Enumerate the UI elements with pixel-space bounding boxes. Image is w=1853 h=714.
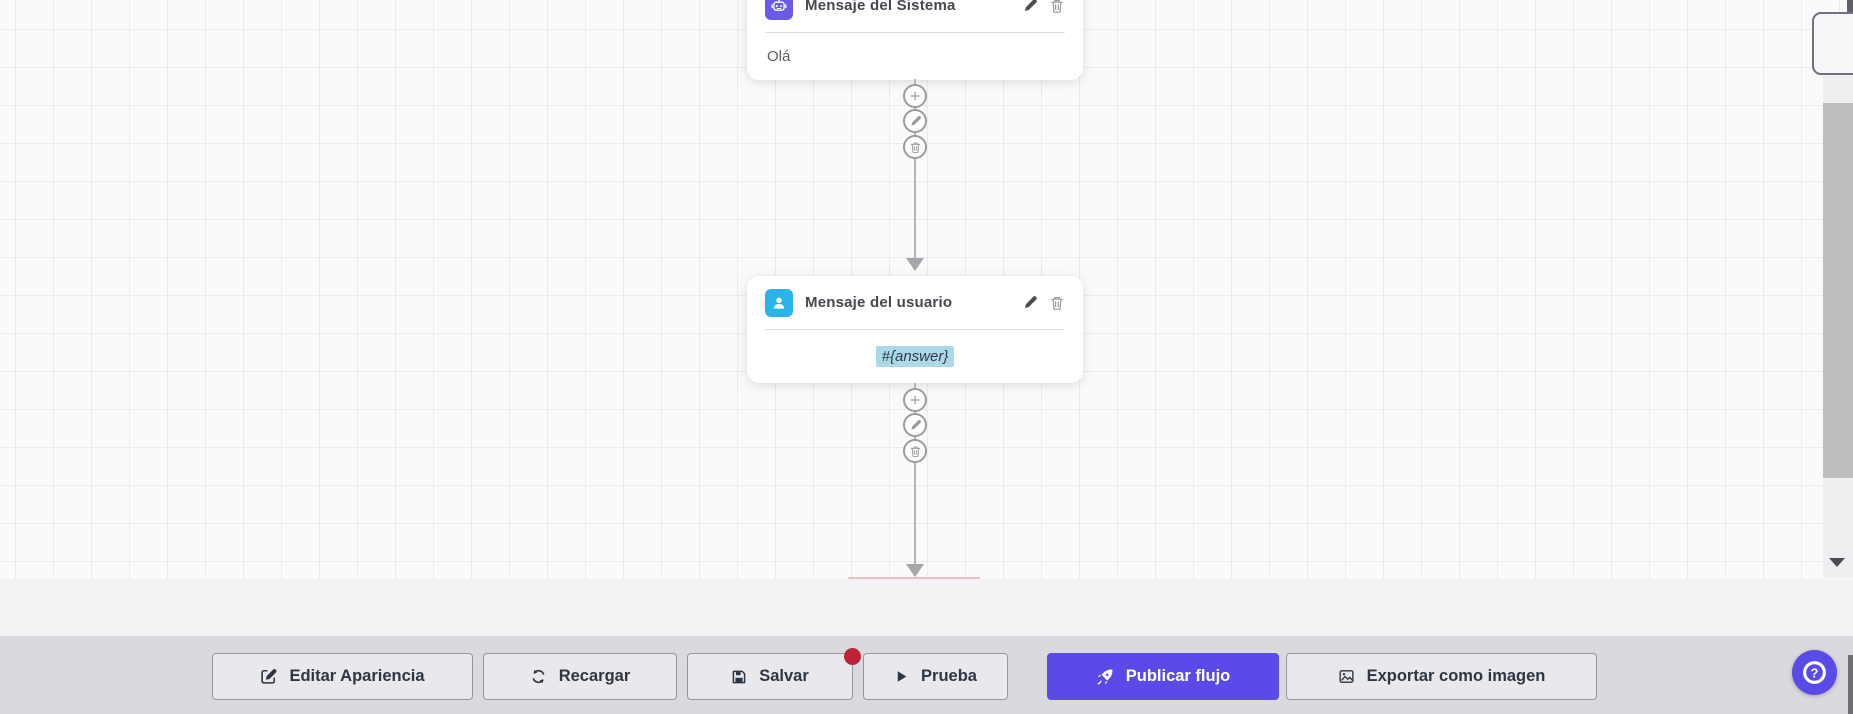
connector-arrow-icon bbox=[906, 564, 924, 577]
footer-spacer bbox=[0, 579, 1853, 636]
test-button[interactable]: Prueba bbox=[863, 653, 1008, 700]
user-icon bbox=[765, 288, 793, 317]
node-user-message[interactable]: Mensaje del usuario bbox=[747, 276, 1083, 383]
pencil-icon bbox=[910, 419, 921, 430]
pencil-icon bbox=[910, 115, 921, 126]
trash-icon bbox=[1051, 0, 1063, 13]
reload-label: Recargar bbox=[558, 667, 631, 685]
plus-icon bbox=[910, 91, 920, 101]
edit-connector-button[interactable] bbox=[903, 109, 927, 133]
trash-icon bbox=[1051, 296, 1063, 310]
browser-scrollbar-thumb[interactable] bbox=[1848, 655, 1853, 714]
connector-line bbox=[914, 79, 916, 259]
pencil-icon bbox=[1024, 0, 1037, 11]
node-header: Mensaje del usuario bbox=[747, 276, 1083, 329]
node-divider bbox=[765, 329, 1065, 330]
unsaved-changes-badge bbox=[844, 648, 861, 665]
node-title: Mensaje del Sistema bbox=[805, 0, 956, 14]
edit-node-button[interactable] bbox=[1022, 295, 1038, 311]
node-content[interactable]: #{answer} bbox=[747, 330, 1083, 382]
edit-appearance-label: Editar Apariencia bbox=[289, 667, 425, 685]
image-icon bbox=[1339, 670, 1354, 683]
svg-text:?: ? bbox=[1811, 665, 1819, 680]
flow-canvas[interactable]: Mensaje del Sistema bbox=[0, 0, 1853, 579]
help-button[interactable]: ? bbox=[1792, 650, 1837, 695]
question-mark-icon: ? bbox=[1803, 661, 1826, 684]
node-header: Mensaje del Sistema bbox=[747, 0, 1083, 32]
connector-arrow-icon bbox=[906, 258, 924, 271]
save-button[interactable]: Salvar bbox=[687, 653, 853, 700]
browser-scrollbar-fragment bbox=[1847, 0, 1853, 12]
reload-button[interactable]: Recargar bbox=[483, 653, 677, 700]
rocket-icon bbox=[1097, 669, 1113, 684]
add-node-button[interactable] bbox=[903, 388, 927, 412]
publish-flow-button[interactable]: Publicar flujo bbox=[1047, 653, 1279, 700]
publish-flow-label: Publicar flujo bbox=[1125, 667, 1231, 685]
canvas-corner-panel[interactable] bbox=[1812, 12, 1853, 75]
node-system-message[interactable]: Mensaje del Sistema bbox=[747, 0, 1083, 80]
delete-connector-button[interactable] bbox=[903, 135, 927, 159]
robot-icon bbox=[765, 0, 793, 20]
floppy-disk-icon bbox=[732, 670, 746, 683]
edit-node-button[interactable] bbox=[1022, 0, 1038, 14]
answer-variable-chip[interactable]: #{answer} bbox=[875, 345, 955, 367]
plus-icon bbox=[910, 395, 920, 405]
export-image-button[interactable]: Exportar como imagen bbox=[1286, 653, 1597, 700]
node-divider bbox=[765, 32, 1065, 33]
export-image-label: Exportar como imagen bbox=[1366, 667, 1546, 685]
pencil-icon bbox=[1024, 295, 1037, 308]
next-node-top-edge bbox=[848, 577, 980, 579]
scroll-down-arrow-icon[interactable] bbox=[1829, 558, 1845, 567]
trash-icon bbox=[910, 142, 920, 153]
test-label: Prueba bbox=[921, 667, 977, 685]
connector-line bbox=[914, 383, 916, 565]
add-node-button[interactable] bbox=[903, 84, 927, 108]
play-icon bbox=[897, 671, 907, 682]
edit-connector-button[interactable] bbox=[903, 413, 927, 437]
save-label: Salvar bbox=[759, 667, 809, 685]
delete-connector-button[interactable] bbox=[903, 439, 927, 463]
delete-node-button[interactable] bbox=[1049, 295, 1065, 311]
node-content[interactable]: Olá bbox=[747, 33, 1083, 79]
vertical-scrollbar-thumb[interactable] bbox=[1823, 103, 1853, 478]
node-title: Mensaje del usuario bbox=[805, 294, 953, 311]
edit-appearance-button[interactable]: Editar Apariencia bbox=[212, 653, 473, 700]
node-content-text: Olá bbox=[767, 47, 791, 65]
edit-square-icon bbox=[261, 669, 277, 684]
refresh-icon bbox=[532, 669, 545, 684]
trash-icon bbox=[910, 446, 920, 457]
delete-node-button[interactable] bbox=[1049, 0, 1065, 14]
